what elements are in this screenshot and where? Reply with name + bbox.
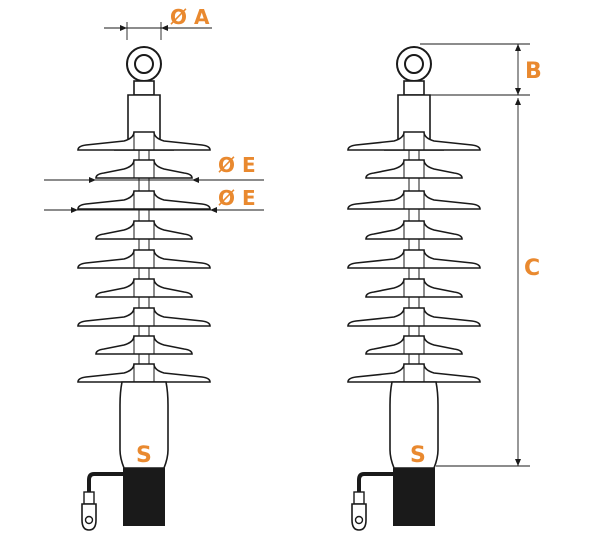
top-collar xyxy=(133,80,155,96)
dim-e-arrow xyxy=(89,177,96,183)
base-block xyxy=(393,468,435,526)
shed xyxy=(95,278,193,298)
dim-a-arrow xyxy=(161,25,168,31)
eye-hole xyxy=(134,54,154,74)
shed xyxy=(365,278,463,298)
label-diameter-a: Ø A xyxy=(170,5,210,29)
eye-hole xyxy=(404,54,424,74)
lug-hole xyxy=(84,515,94,525)
side-cable xyxy=(357,472,393,498)
shed xyxy=(365,159,463,179)
shed xyxy=(95,159,193,179)
left-insulator xyxy=(77,46,211,531)
dim-b-arrow xyxy=(515,44,521,51)
dim-e-arrow xyxy=(71,207,78,213)
shed xyxy=(347,307,481,327)
label-dim-b: B xyxy=(525,59,542,84)
shed xyxy=(77,131,211,151)
shed xyxy=(95,335,193,355)
shed xyxy=(347,249,481,269)
side-cable xyxy=(87,472,123,498)
dim-c-arrow xyxy=(515,459,521,466)
shed xyxy=(77,363,211,383)
dim-c-arrow xyxy=(515,98,521,105)
dim-a-arrow xyxy=(120,25,127,31)
shed xyxy=(347,190,481,210)
shed xyxy=(365,335,463,355)
dim-b-arrow xyxy=(515,88,521,95)
dimension-lines xyxy=(44,22,530,467)
right-insulator xyxy=(347,46,481,531)
shed xyxy=(365,220,463,240)
label-diameter-e-lower: Ø E xyxy=(218,186,256,210)
label-s-right: S xyxy=(410,443,426,468)
shed xyxy=(95,220,193,240)
shed xyxy=(77,307,211,327)
shed xyxy=(347,131,481,151)
lug-hole xyxy=(354,515,364,525)
shed xyxy=(77,190,211,210)
base-block xyxy=(123,468,165,526)
label-diameter-e-upper: Ø E xyxy=(218,153,256,177)
dim-e-arrow xyxy=(210,207,217,213)
dim-e-arrow xyxy=(192,177,199,183)
label-dim-c: C xyxy=(524,256,540,281)
shed xyxy=(77,249,211,269)
top-collar xyxy=(403,80,425,96)
cable-ferrule xyxy=(83,491,95,505)
label-s-left: S xyxy=(136,443,152,468)
cable-ferrule xyxy=(353,491,365,505)
shed xyxy=(347,363,481,383)
